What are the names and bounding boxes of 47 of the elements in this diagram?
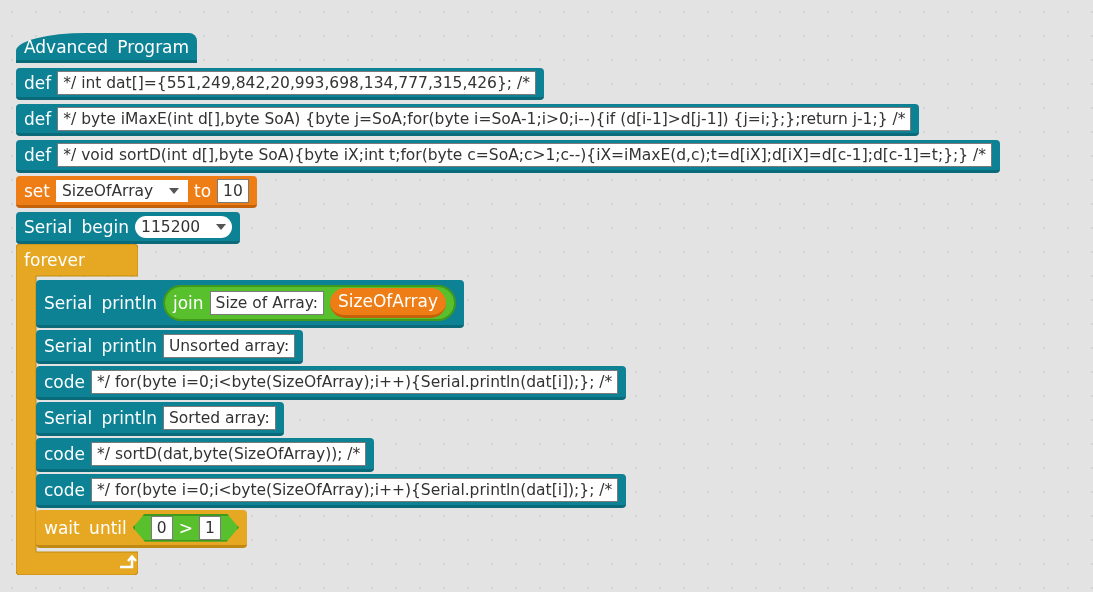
input-field: */ void sortD(int d[],byte SoA){byte iX;int t;for(byte c=SoA;c>1;c--){iX=iMaxE(d,c);t=d[iX];d[iX]=d[c-1];d[c-1]=t;};} /*: [57, 143, 992, 167]
code-block: [16, 68, 544, 100]
block-label: code: [44, 443, 85, 464]
block-label: def: [24, 72, 52, 93]
block-label: def: [24, 145, 52, 165]
code-block: [36, 330, 304, 364]
input-field: Unsorted array:: [162, 333, 296, 358]
block-label: SizeOfArray: [338, 291, 439, 311]
block-label: Serial println: [44, 407, 157, 428]
code-block: [36, 280, 465, 328]
block-label: code: [44, 479, 85, 500]
code-block: [36, 474, 627, 508]
input-field: */ byte iMaxE(int d[],byte SoA) {byte j=SoA;for(byte i=SoA-1;i>0;i--){if (d[i-1]>d[j-1]) {j=i;};};return j-1;} /*: [57, 106, 912, 131]
code-block: [16, 140, 1000, 173]
input-field: Sorted array:: [162, 405, 276, 430]
code-block: [16, 212, 241, 244]
block-label: code: [44, 371, 85, 392]
code-block: [36, 510, 247, 548]
block-label: >: [178, 517, 193, 538]
dropdown-field: 115200: [135, 215, 233, 238]
block-label: Serial begin: [24, 216, 130, 237]
code-block: [36, 438, 375, 472]
input-field: */ sortD(dat,byte(SizeOfArray)); /*: [91, 441, 367, 466]
input-field: 1: [198, 515, 221, 540]
input-field: 0: [150, 515, 173, 540]
input-field: 10: [217, 178, 249, 203]
block-label: forever: [24, 250, 85, 270]
input-field: */ for(byte i=0;i<byte(SizeOfArray);i++){Serial.println(dat[i]);}; /*: [91, 369, 619, 394]
block-label: wait until: [44, 517, 127, 538]
block-label: to: [194, 180, 212, 201]
block-label: Serial println: [44, 292, 157, 313]
input-field: */ for(byte i=0;i<byte(SizeOfArray);i++){Serial.println(dat[i]);}; /*: [91, 477, 619, 502]
hat-block: [16, 33, 198, 63]
code-block: [36, 366, 627, 400]
code-block: [16, 104, 920, 136]
block-label: Advanced Program: [24, 36, 190, 57]
input-field: */ int dat[]={551,249,842,20,993,698,134,777,315,426}; /*: [57, 70, 536, 95]
block-label: Serial println: [44, 335, 157, 356]
code-block: [16, 176, 257, 208]
input-field: Size of Array:: [209, 290, 325, 315]
code-block: [330, 287, 447, 318]
block-label: def: [24, 108, 52, 129]
block-label: join: [172, 292, 204, 313]
reporter-block: [162, 284, 457, 321]
code-block: [36, 402, 284, 436]
block-label: set: [24, 180, 50, 201]
dropdown-field: SizeOfArray: [56, 179, 188, 202]
